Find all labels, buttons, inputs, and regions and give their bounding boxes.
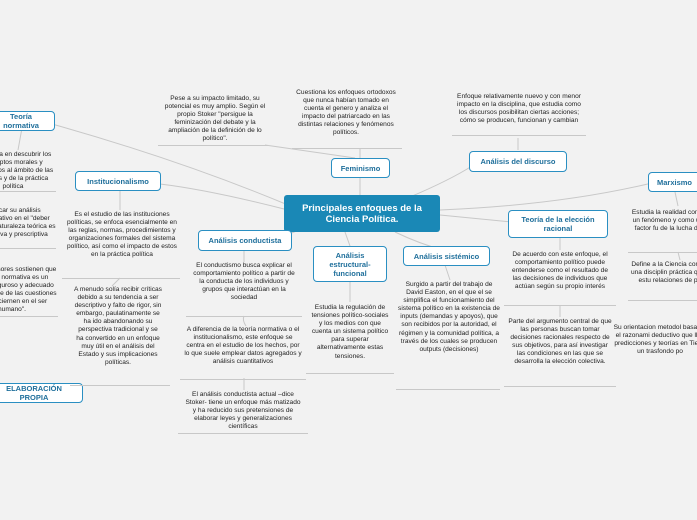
text-estructural-1: Estudia la regulación de tensiones polít… bbox=[311, 304, 389, 360]
text-institucionalismo-2: A menudo solía recibir críticas debido a… bbox=[74, 286, 162, 366]
node-elaboracion-propia[interactable]: ELABORACIÓN PROPIA bbox=[0, 383, 83, 403]
text-eleccion-1: De acuerdo con este enfoque, el comporta… bbox=[511, 251, 609, 291]
text-normativa-1: Se centra en descubrir los preceptos mor… bbox=[0, 151, 54, 191]
text-eleccion-2: Parte del argumento central de que las p… bbox=[508, 318, 612, 366]
node-institucionalismo[interactable]: Institucionalismo bbox=[75, 171, 161, 191]
node-feminismo[interactable]: Feminismo bbox=[331, 158, 390, 178]
text-institucionalismo-1: Es el estudio de las instituciones polít… bbox=[67, 211, 177, 259]
node-analisis-conductista[interactable]: Análisis conductista bbox=[198, 230, 292, 251]
text-normativa-2: Enfocar su análisis investigativo en el … bbox=[0, 207, 56, 239]
node-teoria-normativa[interactable]: Teoría normativa bbox=[0, 111, 55, 131]
node-analisis-sistemico[interactable]: Análisis sistémico bbox=[403, 246, 490, 266]
text-marxismo-1: Estudia la realidad como un fenómeno y c… bbox=[631, 209, 697, 233]
text-feminismo-1: Cuestiona los enfoques ortodoxos que nun… bbox=[296, 89, 396, 137]
text-marxismo-2: Define a la Ciencia como una disciplin p… bbox=[630, 261, 697, 285]
text-feminismo-2: Pese a su impacto limitado, su potencial… bbox=[164, 95, 266, 143]
node-teoria-eleccion-racional[interactable]: Teoría de la elección racional bbox=[508, 210, 608, 238]
text-marxismo-3: Su orientacion metodol basa en el razona… bbox=[613, 324, 697, 356]
node-marxismo[interactable]: Marxismo bbox=[648, 172, 697, 192]
node-analisis-estructural-funcional[interactable]: Análisis estructural-funcional bbox=[313, 246, 387, 282]
text-conductista-1: El conductismo busca explicar el comport… bbox=[193, 262, 295, 302]
text-sistemico-1: Surgido a partir del trabajo de David Ea… bbox=[398, 281, 500, 353]
text-conductista-3: El análisis conductista actual –dice Sto… bbox=[185, 391, 301, 431]
central-topic[interactable]: Principales enfoques de la Ciencia Polít… bbox=[284, 195, 440, 232]
text-conductista-2: A diferencia de la teoría normativa o el… bbox=[184, 326, 302, 366]
text-normativa-3: Sus defensores sostienen que la teoría n… bbox=[0, 266, 57, 314]
text-discurso-1: Enfoque relativamente nuevo y con menor … bbox=[457, 93, 581, 125]
node-analisis-del-discurso[interactable]: Análisis del discurso bbox=[469, 151, 567, 172]
